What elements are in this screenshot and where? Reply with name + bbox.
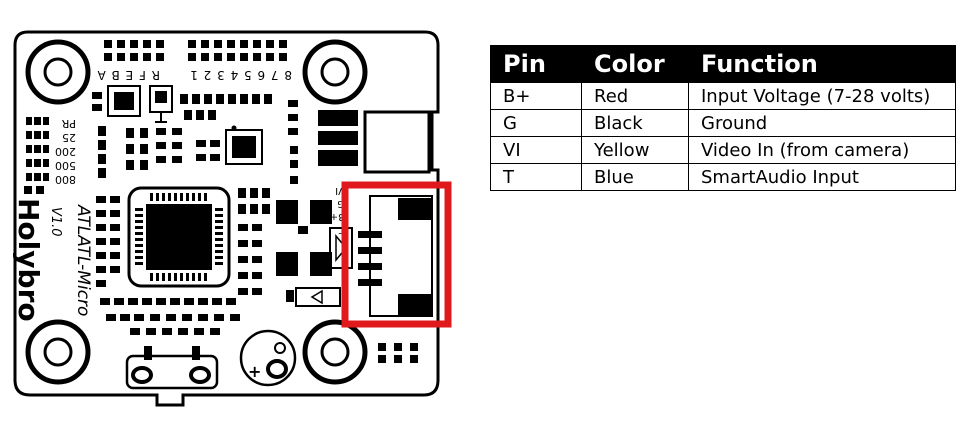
table-header-row: Pin Color Function — [490, 45, 956, 83]
regulator-chip — [107, 85, 141, 117]
pinout-table: Pin Color Function B+ Red Input Voltage … — [490, 45, 956, 191]
version-text: V1.0 — [48, 207, 63, 237]
table-row: G Black Ground — [490, 109, 956, 137]
rtc6705-chip — [225, 125, 263, 165]
header-left-labels: R F E B A — [96, 68, 160, 82]
mounting-hole-bottom-right — [302, 319, 368, 385]
pwr-level-pads — [24, 117, 49, 194]
antenna-connector — [318, 110, 431, 174]
color-cell: Blue — [581, 163, 689, 191]
table-row: VI Yellow Video In (from camera) — [490, 136, 956, 164]
function-cell: SmartAudio Input — [688, 163, 956, 191]
pwr-label-800: 800 — [55, 173, 76, 186]
connector-label-vi: VI — [335, 185, 345, 196]
function-cell: Video In (from camera) — [688, 136, 956, 164]
vtx-connector — [358, 195, 433, 317]
mounting-hole-top-right — [302, 39, 368, 105]
connector-label-g: G — [337, 198, 345, 209]
bottom-right-pads — [378, 343, 418, 363]
mounting-hole-bottom-left — [25, 319, 91, 385]
capacitor-plus-sign: + — [248, 362, 261, 381]
pin-cell: B+ — [490, 82, 582, 110]
passive-components — [92, 92, 298, 335]
small-transistor — [149, 85, 173, 123]
color-cell: Yellow — [581, 136, 689, 164]
color-cell: Black — [581, 109, 689, 137]
function-cell: Input Voltage (7-28 volts) — [688, 82, 956, 110]
column-header-color: Color — [581, 45, 689, 83]
pwr-label-200: 200 — [55, 145, 76, 158]
model-text: ATLATL-Micro — [73, 204, 93, 316]
pin-cell: VI — [490, 136, 582, 164]
power-components — [276, 200, 332, 276]
connector-label-bplus: B+ — [330, 211, 345, 222]
table-row: T Blue SmartAudio Input — [490, 163, 956, 191]
function-cell: Ground — [688, 109, 956, 137]
pwr-label-500: 500 — [55, 159, 76, 172]
pwr-label-25: 25 — [62, 131, 76, 144]
color-cell: Red — [581, 82, 689, 110]
connector-highlight-box — [341, 181, 452, 328]
table-row: B+ Red Input Voltage (7-28 volts) — [490, 82, 956, 110]
diode-component — [329, 227, 353, 269]
pwr-label-pr: PR — [61, 117, 76, 130]
column-header-function: Function — [688, 45, 956, 83]
main-mcu-chip — [127, 186, 231, 288]
brand-logo-text: Holybro — [12, 198, 45, 322]
bind-button — [125, 346, 219, 390]
pin-cell: G — [490, 109, 582, 137]
mounting-hole-top-left — [25, 39, 91, 105]
pin-cell: T — [490, 163, 582, 191]
header-pads-right — [188, 40, 287, 61]
column-header-pin: Pin — [490, 45, 582, 83]
led-component — [286, 287, 341, 307]
vtx-board-diagram: R F E B A 8 7 6 5 4 3 2 1 PR 25 200 500 … — [12, 30, 452, 407]
header-right-labels: 8 7 6 5 4 3 2 1 — [189, 68, 292, 82]
capacitor-pad — [239, 329, 297, 387]
header-pads-left — [104, 40, 164, 61]
